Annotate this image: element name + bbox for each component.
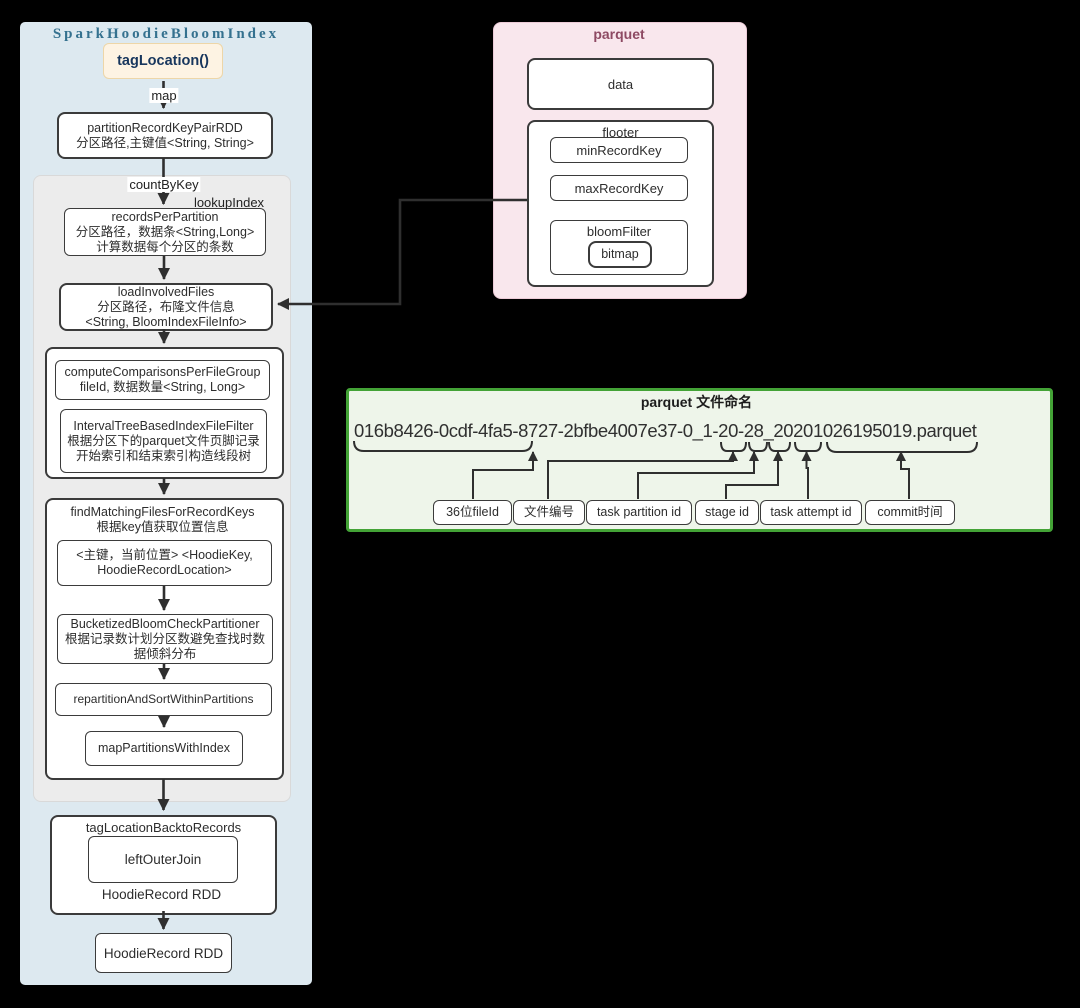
final-hoodie-record-rdd-box: HoodieRecord RDD	[95, 933, 232, 973]
bitmap-label: bitmap	[601, 247, 639, 261]
records-per-partition-box: recordsPerPartition 分区路径，数据条<String,Long…	[64, 208, 266, 256]
final-rdd-label: HoodieRecord RDD	[103, 945, 224, 961]
max-record-key-label: maxRecordKey	[574, 180, 664, 196]
lookup-index-label: lookupIndex	[193, 195, 265, 210]
compute-comparisons-box: computeComparisonsPerFileGroup fileId, 数…	[55, 360, 270, 400]
partition-record-key-pair-rdd-box: partitionRecordKeyPairRDD 分区路径,主键值<Strin…	[57, 112, 273, 159]
min-record-key-box: minRecordKey	[550, 137, 688, 163]
interval-line3: 开始索引和结束索引构造线段树	[75, 448, 251, 463]
hoodie-key-location-box: <主键，当前位置> <HoodieKey, HoodieRecordLocati…	[57, 540, 272, 586]
label-stage-id: stage id	[695, 500, 759, 525]
interval-tree-filter-box: IntervalTreeBasedIndexFileFilter 根据分区下的p…	[60, 409, 267, 473]
count-by-key-label: countByKey	[127, 177, 201, 192]
interval-line1: IntervalTreeBasedIndexFileFilter	[73, 418, 254, 433]
bucketized-line3: 据倾斜分布	[133, 646, 197, 661]
spark-panel-title: SparkHoodieBloomIndex	[52, 26, 280, 42]
label-file-id: 36位fileId	[433, 500, 512, 525]
load-files-line2: 分区路径，布隆文件信息	[97, 299, 235, 314]
records-line2: 分区路径，数据条<String,Long>	[75, 224, 255, 239]
map-partitions-label: mapPartitionsWithIndex	[97, 741, 230, 755]
label-task-attempt-id: task attempt id	[760, 500, 862, 525]
map-step-label: map	[149, 88, 179, 103]
load-files-line3: <String, BloomIndexFileInfo>	[85, 314, 247, 329]
tag-back-title: tagLocationBacktoRecords	[85, 820, 242, 835]
partition-rdd-line1: partitionRecordKeyPairRDD	[87, 120, 243, 135]
compute-line2: fileId, 数据数量<String, Long>	[79, 380, 246, 394]
label-commit-time: commit时间	[865, 500, 955, 525]
bucketized-line2: 根据记录数计划分区数避免查找时数	[64, 631, 265, 646]
label-task-partition-id: task partition id	[586, 500, 692, 525]
map-partitions-box: mapPartitionsWithIndex	[85, 731, 243, 766]
hoodie-key-line2: HoodieRecordLocation>	[97, 563, 232, 577]
left-outer-join-label: leftOuterJoin	[124, 852, 202, 867]
label-file-number: 文件编号	[513, 500, 585, 525]
connector-parquet-footer-to-load-files	[277, 198, 527, 310]
bucketized-bloom-check-box: BucketizedBloomCheckPartitioner 根据记录数计划分…	[57, 614, 273, 664]
find-matching-header: findMatchingFilesForRecordKeys 根据key值获取位…	[45, 505, 280, 535]
parquet-footer-label: flooter	[602, 125, 639, 140]
bucketized-line1: BucketizedBloomCheckPartitioner	[70, 616, 260, 631]
naming-panel-title: parquet 文件命名	[640, 394, 753, 410]
tag-location-label: tagLocation()	[117, 52, 209, 69]
records-line1: recordsPerPartition	[111, 209, 219, 224]
left-outer-join-box: leftOuterJoin	[88, 836, 238, 883]
load-involved-files-box: loadInvolvedFiles 分区路径，布隆文件信息 <String, B…	[59, 283, 273, 331]
repartition-label: repartitionAndSortWithinPartitions	[73, 692, 254, 706]
records-line3: 计算数据每个分区的条数	[96, 239, 234, 254]
parquet-panel-title: parquet	[593, 26, 645, 42]
repartition-sort-box: repartitionAndSortWithinPartitions	[55, 683, 272, 716]
load-files-line1: loadInvolvedFiles	[117, 284, 215, 299]
tag-location-box: tagLocation()	[103, 43, 223, 79]
find-matching-line1: findMatchingFilesForRecordKeys	[70, 505, 255, 519]
hoodie-key-line1: <主键，当前位置> <HoodieKey,	[76, 548, 253, 562]
max-record-key-box: maxRecordKey	[550, 175, 688, 201]
parquet-data-box: data	[527, 58, 714, 110]
bitmap-box: bitmap	[588, 241, 652, 268]
parquet-data-label: data	[607, 76, 634, 92]
bloom-filter-label: bloomFilter	[586, 224, 652, 239]
find-matching-line2: 根据key值获取位置信息	[96, 520, 229, 534]
parquet-filename: 016b8426-0cdf-4fa5-8727-2bfbe4007e37-0_1…	[354, 420, 977, 441]
partition-rdd-line2: 分区路径,主键值<String, String>	[76, 135, 254, 150]
min-record-key-label: minRecordKey	[576, 142, 662, 158]
interval-line2: 根据分区下的parquet文件页脚记录	[67, 433, 260, 448]
hoodie-record-rdd-caption: HoodieRecord RDD	[101, 887, 222, 902]
compute-line1: computeComparisonsPerFileGroup	[64, 365, 261, 379]
